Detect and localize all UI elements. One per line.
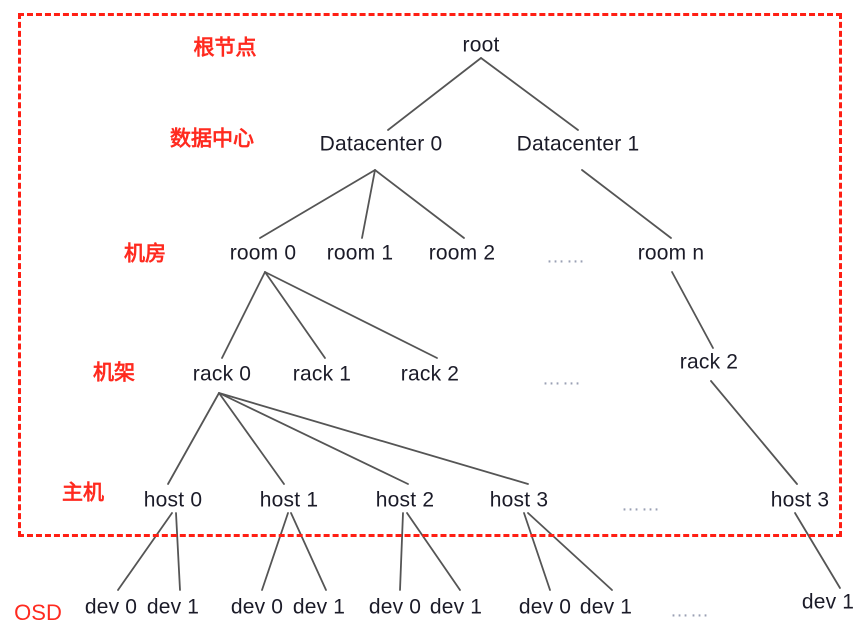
tier-label-datacenter: 数据中心 (170, 127, 254, 151)
crush-map-boundary (18, 13, 842, 537)
node-dev0d[interactable]: dev 0 (518, 595, 572, 619)
edge-host0-to-dev0a (117, 512, 173, 591)
node-room2[interactable]: room 2 (428, 241, 496, 265)
edge-room0-to-rack0 (221, 271, 266, 359)
edge-root-to-dc1 (480, 57, 579, 131)
ellipsis-osd: …… (670, 600, 710, 622)
edge-rackn2-to-hostn3 (710, 380, 798, 485)
edge-host1-to-dev0b (261, 512, 289, 591)
edge-hostn3-to-dev1e (794, 512, 841, 589)
edge-rack0-to-host0 (167, 392, 220, 485)
ellipsis-rack: …… (542, 368, 582, 390)
ellipsis-host: …… (621, 494, 661, 516)
node-dev1d[interactable]: dev 1 (579, 595, 633, 619)
node-dev0b[interactable]: dev 0 (230, 595, 284, 619)
tier-label-root: 根节点 (193, 36, 257, 60)
node-dc1[interactable]: Datacenter 1 (516, 132, 640, 156)
tier-label-osd: OSD (14, 600, 62, 625)
edge-rack0-to-host2 (218, 392, 409, 485)
node-rackn2[interactable]: rack 2 (679, 350, 739, 374)
edge-host1-to-dev1b (290, 512, 327, 591)
node-host1[interactable]: host 1 (259, 488, 319, 512)
edge-room0-to-rack2 (264, 271, 438, 359)
node-roomn[interactable]: room n (637, 241, 705, 265)
node-dev1c[interactable]: dev 1 (429, 595, 483, 619)
tier-label-rack: 机架 (93, 361, 135, 385)
node-dev1b[interactable]: dev 1 (292, 595, 346, 619)
node-dev1e[interactable]: dev 1 (801, 590, 855, 614)
node-dev0a[interactable]: dev 0 (84, 595, 138, 619)
node-rack2[interactable]: rack 2 (400, 362, 460, 386)
edge-room0-to-rack1 (264, 271, 326, 359)
node-hostn3[interactable]: host 3 (770, 488, 830, 512)
edge-host0-to-dev1a (175, 512, 181, 591)
node-rack0[interactable]: rack 0 (192, 362, 252, 386)
node-room0[interactable]: room 0 (229, 241, 297, 265)
node-dc0[interactable]: Datacenter 0 (319, 132, 443, 156)
edge-rack0-to-host1 (218, 392, 285, 485)
node-rack1[interactable]: rack 1 (292, 362, 352, 386)
edge-dc0-to-room1 (361, 169, 376, 239)
tier-label-room: 机房 (124, 242, 166, 266)
node-root[interactable]: root (462, 33, 500, 57)
edge-dc0-to-room0 (259, 169, 376, 239)
node-dev0c[interactable]: dev 0 (368, 595, 422, 619)
node-room1[interactable]: room 1 (326, 241, 394, 265)
edge-rack0-to-host3 (218, 392, 529, 485)
edge-root-to-dc0 (387, 57, 482, 131)
edge-host2-to-dev1c (406, 512, 461, 591)
node-host2[interactable]: host 2 (375, 488, 435, 512)
edge-host3-to-dev1d (527, 512, 613, 591)
edge-host2-to-dev0c (399, 512, 404, 591)
edge-roomn-to-rackn2 (671, 271, 714, 349)
edge-dc0-to-room2 (374, 169, 465, 239)
node-dev1a[interactable]: dev 1 (146, 595, 200, 619)
tier-label-host: 主机 (62, 481, 104, 505)
node-host3[interactable]: host 3 (489, 488, 549, 512)
edge-host3-to-dev0d (523, 512, 551, 591)
node-host0[interactable]: host 0 (143, 488, 203, 512)
edge-dc1-to-roomn (581, 169, 672, 239)
ellipsis-room: …… (546, 246, 586, 268)
